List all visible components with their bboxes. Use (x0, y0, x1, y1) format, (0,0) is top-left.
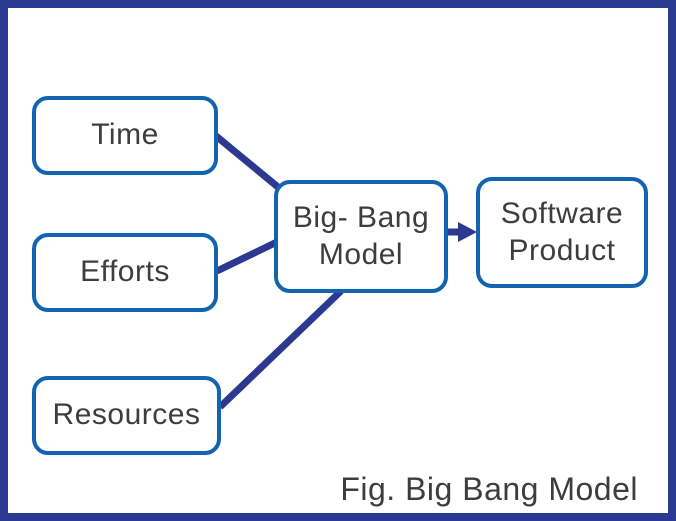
node-time-label: Time (91, 118, 159, 152)
node-resources-label: Resources (52, 398, 201, 432)
connector-lines-layer (213, 133, 477, 410)
efforts-to-model-line (215, 236, 283, 275)
node-efforts-label: Efforts (80, 255, 170, 289)
node-big-bang-model: Big- Bang Model (274, 180, 448, 293)
resources-to-model-line (217, 288, 344, 410)
figure-caption: Fig. Big Bang Model (340, 471, 638, 507)
node-software-product: Software Product (476, 177, 648, 288)
time-to-model-line (213, 133, 287, 195)
node-efforts: Efforts (32, 233, 218, 312)
model-to-product-arrowhead-icon (458, 222, 477, 242)
node-software-product-label: Software Product (500, 196, 624, 267)
node-resources: Resources (32, 376, 221, 455)
node-time: Time (32, 96, 218, 175)
node-big-bang-model-label: Big- Bang Model (292, 200, 430, 271)
